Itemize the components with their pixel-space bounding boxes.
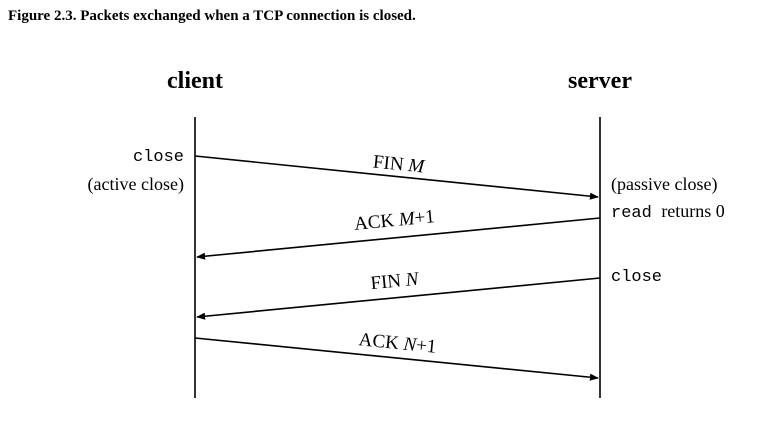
ack-n-var: N: [401, 334, 418, 356]
server-passive-close-note: (passive close): [611, 174, 717, 195]
server-close-note: close: [611, 268, 662, 287]
client-header: client: [167, 68, 223, 94]
server-read-returns-note: read returns 0: [611, 201, 725, 223]
ack-m-prefix: ACK: [353, 210, 400, 235]
ack-m-label: ACK M+1: [353, 206, 436, 235]
client-close-note: close: [133, 148, 184, 167]
fin-m-arrow: [194, 155, 599, 200]
fin-n-prefix: FIN: [370, 270, 407, 294]
client-active-close-note: (active close): [88, 174, 184, 195]
figure-caption: Figure 2.3. Packets exchanged when a TCP…: [8, 8, 416, 24]
fin-n-arrow: [196, 277, 601, 320]
ack-m-suffix: +1: [414, 206, 436, 229]
fin-m-var: M: [406, 155, 426, 178]
ack-m-var: M: [397, 208, 417, 231]
fin-m-prefix: FIN: [372, 151, 409, 175]
server-header: server: [568, 68, 632, 94]
ack-n-suffix: +1: [415, 335, 437, 358]
read-code: read: [611, 204, 652, 223]
fin-n-label: FIN N: [370, 269, 421, 295]
returns-zero: returns 0: [661, 201, 724, 221]
ack-n-prefix: ACK: [358, 329, 405, 354]
ack-n-arrow: [194, 337, 599, 381]
ack-m-arrow: [196, 217, 601, 260]
ack-n-label: ACK N+1: [358, 329, 437, 358]
fin-n-var: N: [404, 269, 421, 291]
fin-m-label: FIN M: [372, 151, 426, 177]
